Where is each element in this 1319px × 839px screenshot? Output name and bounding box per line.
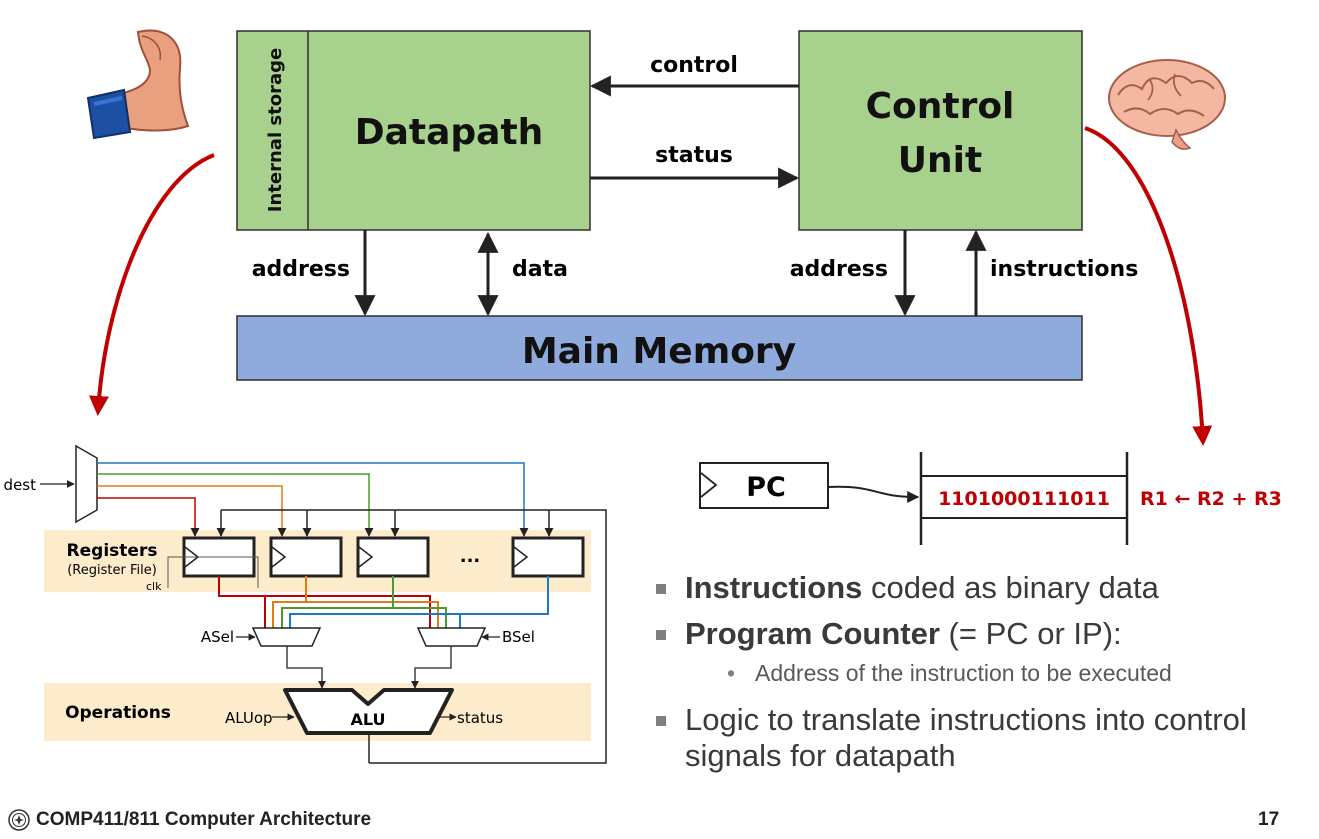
control-unit-line2: Unit [898,140,982,181]
bullet-instructions-rest: coded as binary data [862,570,1159,605]
footer-title: COMP411/811 Computer Architecture [36,809,372,830]
registers-title: Registers [67,541,158,561]
cu-instructions-label: instructions [990,257,1138,282]
footer: COMP411/811 Computer Architecture [8,808,371,832]
dp-address-arrow: address [252,230,376,317]
sub-bullet-pc-address: Address of the instruction to be execute… [655,658,1315,688]
bullet-list: Instructions coded as binary data Progra… [655,570,1315,784]
instruction-meaning: R1 ← R2 + R3 [1140,488,1282,510]
cu-address-arrow: address [790,230,916,317]
bullet-instructions: Instructions coded as binary data [655,570,1315,606]
page-number: 17 [1258,809,1280,830]
operations-label: Operations [65,703,171,723]
alu-label: ALU [351,710,386,729]
bullet-pc-strong: Program Counter [685,616,940,651]
datapath-title: Datapath [355,112,544,153]
instruction-memory-slot: 1101000111011 [919,452,1129,545]
bullet-instructions-strong: Instructions [685,570,863,605]
bullet-program-counter: Program Counter (= PC or IP): [655,616,1315,652]
register-file-circuit: dest ... Registers (Register File [4,444,607,764]
main-memory-title: Main Memory [522,331,796,372]
pc-label: PC [746,472,786,503]
control-label: control [650,53,738,78]
asel-mux [251,627,322,647]
asel-label: ASel [201,628,234,646]
alu-block [283,688,454,735]
clk-label: clk [146,580,162,593]
bsel-label: BSel [502,628,535,646]
datapath-box: Internal storage Datapath [236,30,591,231]
dest-demux [75,444,98,524]
pc-pointer-wire [827,485,920,503]
university-seal-icon [8,809,30,831]
register-n [511,536,585,578]
bullet-control-logic: Logic to translate instructions into con… [655,702,1315,774]
main-memory-box: Main Memory [236,315,1083,381]
datapath-zoom-arrow [89,153,215,416]
control-unit-box: Control Unit [798,30,1083,231]
brain-icon [1108,59,1226,150]
register-1 [269,536,343,578]
dp-data-label: data [512,257,568,282]
flexed-arm-icon [86,29,190,140]
control-arrow: control [589,53,799,97]
register-file-label: (Register File) [67,563,157,578]
pc-register: PC [699,462,829,509]
control-unit-line1: Control [866,86,1015,127]
bullet-pc-rest: (= PC or IP): [939,616,1122,651]
control-zoom-arrow [1084,126,1213,446]
cu-address-label: address [790,257,888,282]
internal-storage-label: Internal storage [265,48,286,212]
registers-ellipsis: ... [460,546,481,567]
status-arrow: status [590,143,800,189]
dp-address-label: address [252,257,350,282]
aluop-label: ALUop [225,709,273,727]
dp-data-arrow: data [477,231,568,317]
instruction-bits: 1101000111011 [938,488,1110,510]
cu-instructions-arrow: instructions [965,229,1138,316]
register-2 [356,536,430,578]
alu-status-label: status [457,709,503,727]
bsel-mux [416,627,487,647]
dest-label: dest [4,476,37,494]
status-label: status [655,143,733,168]
